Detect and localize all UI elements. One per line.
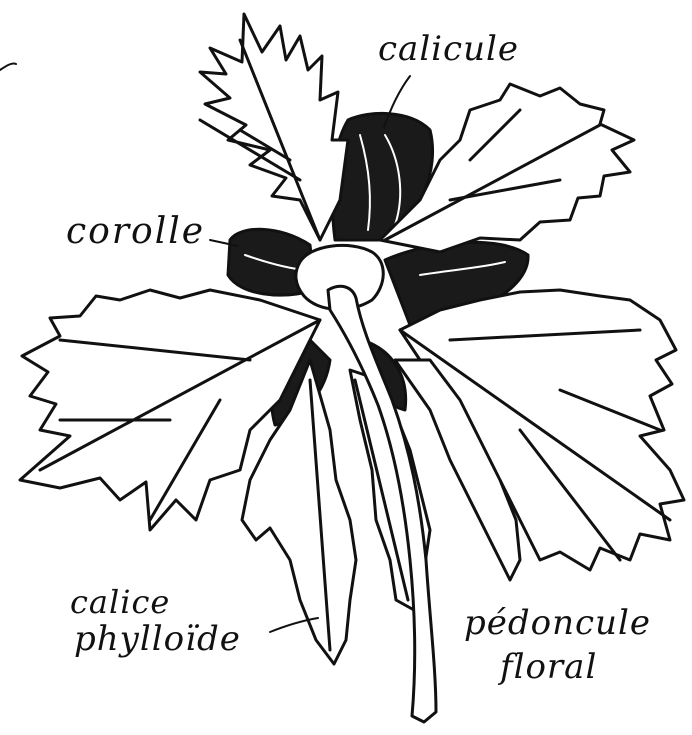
label-pedoncule-line1: pédoncule — [464, 606, 651, 640]
label-calice-line2: phylloïde — [74, 622, 241, 656]
corner-mark — [0, 63, 16, 70]
label-pedoncule-line2: floral — [500, 650, 597, 684]
label-corolle: corolle — [66, 214, 205, 250]
label-calicule: calicule — [378, 32, 519, 66]
label-calice-line1: calice — [70, 586, 170, 618]
